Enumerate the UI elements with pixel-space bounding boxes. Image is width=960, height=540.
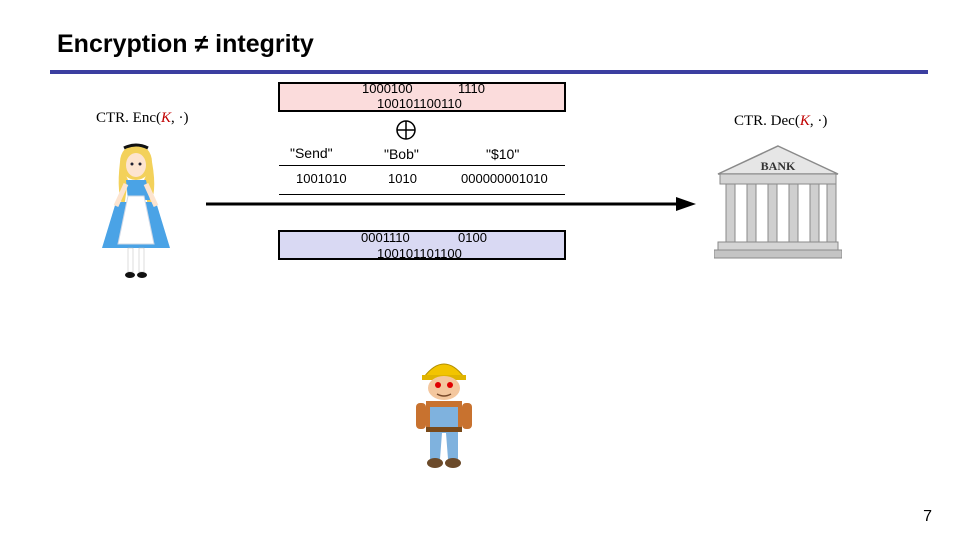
xor-icon <box>396 120 416 140</box>
ciphertext-line1-a: 0001110 <box>361 230 410 245</box>
ciphertext-line1-b: 0100 <box>458 230 487 245</box>
arrow-right-icon <box>206 197 696 211</box>
keystream-line2: 100101100110 <box>377 96 462 111</box>
bank-building: BANK <box>714 145 842 259</box>
attacker-figure <box>416 363 472 468</box>
plaintext-word-bob: "Bob" <box>384 146 419 162</box>
bank-sign: BANK <box>761 159 796 173</box>
keystream-line1-a: 1000100 <box>362 81 413 96</box>
plaintext-word-amount: "$10" <box>486 146 520 162</box>
plaintext-bits-box <box>279 165 565 195</box>
ciphertext-box <box>278 230 566 260</box>
alice-figure <box>102 143 170 278</box>
plaintext-bits-bob: 1010 <box>388 171 417 186</box>
plaintext-bits-amount: 000000001010 <box>461 171 548 186</box>
plaintext-word-send: "Send" <box>290 145 333 161</box>
dec-label: CTR. Dec(K, ·) <box>734 113 828 129</box>
ciphertext-line2: 100101101100 <box>377 246 462 261</box>
keystream-box <box>278 82 566 112</box>
slide-title: Encryption ≠ integrity <box>57 30 314 58</box>
keystream-line1-b: 1110 <box>458 81 485 96</box>
enc-label: CTR. Enc(K, ·) <box>96 110 189 126</box>
title-underline <box>50 70 928 74</box>
page-number: 7 <box>923 508 932 525</box>
plaintext-bits-send: 1001010 <box>296 171 347 186</box>
